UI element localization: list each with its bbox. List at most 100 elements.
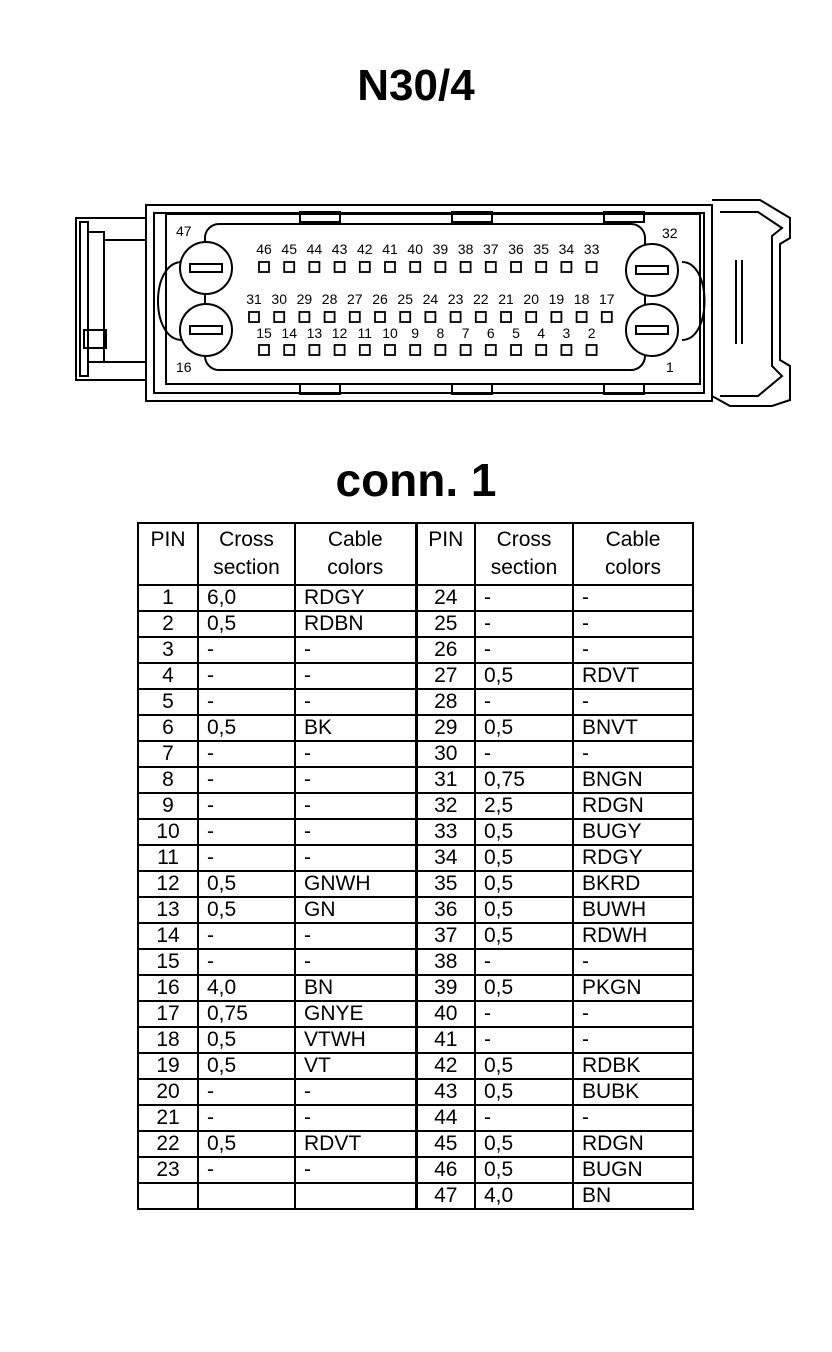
cell-pin: 27 (414, 662, 476, 690)
pin-number-label: 41 (382, 241, 398, 257)
cell-cable-color: BNGN (572, 766, 694, 794)
cell-cross-section: - (197, 1078, 296, 1106)
pin-number-label: 35 (533, 241, 549, 257)
cell-cable-color: - (572, 610, 694, 638)
pin-number-label: 37 (483, 241, 499, 257)
screw-bottom-right (625, 303, 679, 357)
cell-pin: 14 (137, 922, 199, 950)
cell-cross-section: - (197, 662, 296, 690)
cell-cable-color: RDVT (572, 662, 694, 690)
pin-socket (273, 311, 286, 323)
pin-number-label: 2 (588, 325, 596, 341)
cell-cable-color: BNVT (572, 714, 694, 742)
pin-number-label: 26 (372, 291, 388, 307)
cell-cable-color: - (294, 662, 417, 690)
pin-number-label: 14 (281, 325, 297, 341)
pin-number-label: 19 (549, 291, 565, 307)
pin-number-label: 18 (574, 291, 590, 307)
cell-pin: 40 (414, 1000, 476, 1028)
cell-cable-color: GNWH (294, 870, 417, 898)
connector-title: conn. 1 (335, 454, 497, 506)
pin-socket (283, 344, 296, 356)
pin-socket (424, 311, 437, 323)
pin-socket (459, 344, 472, 356)
cell-cable-color: GN (294, 896, 417, 924)
pin-socket (308, 344, 321, 356)
cell-pin: 12 (137, 870, 199, 898)
table-row: 15--38-- (137, 948, 694, 976)
pin-socket (550, 311, 563, 323)
corner-label-32: 32 (662, 225, 678, 241)
pin-number-label: 8 (437, 325, 445, 341)
pin-socket (585, 344, 598, 356)
screw-top-right (625, 243, 679, 297)
cell-pin (137, 1182, 199, 1210)
pin-socket (258, 261, 270, 273)
cell-cross-section: 0,5 (474, 1078, 574, 1106)
cell-cable-color: RDWH (572, 922, 694, 950)
pin-number-label: 44 (307, 241, 323, 257)
pin-number-label: 39 (433, 241, 449, 257)
cell-cable-color: - (572, 948, 694, 976)
cell-cross-section: - (197, 792, 296, 820)
pin-number-label: 12 (332, 325, 348, 341)
cell-pin: 24 (414, 584, 476, 612)
pin-number-label: 25 (397, 291, 413, 307)
pin-number-label: 5 (512, 325, 520, 341)
cell-cross-section: - (474, 636, 574, 664)
cell-cross-section (197, 1182, 296, 1210)
cell-pin: 44 (414, 1104, 476, 1132)
cell-cable-color: - (294, 818, 417, 846)
cell-cable-color: - (294, 792, 417, 820)
cell-cable-color: RDVT (294, 1130, 417, 1158)
pin-socket (399, 311, 412, 323)
cell-pin: 36 (414, 896, 476, 924)
header-cross-section: Cross section (474, 522, 574, 586)
cell-cross-section: - (197, 636, 296, 664)
pin-number-label: 9 (411, 325, 419, 341)
cell-cross-section: 4,0 (474, 1182, 574, 1210)
cell-pin: 42 (414, 1052, 476, 1080)
cell-pin: 7 (137, 740, 199, 768)
pin-number-label: 24 (423, 291, 439, 307)
cell-cross-section: 0,5 (197, 714, 296, 742)
cell-cross-section: - (197, 818, 296, 846)
cell-cable-color: - (572, 584, 694, 612)
pin-number-label: 33 (584, 241, 600, 257)
cell-cross-section: 0,5 (474, 1130, 574, 1158)
cell-cross-section: - (197, 740, 296, 768)
cell-pin: 39 (414, 974, 476, 1002)
cell-cable-color: - (294, 636, 417, 664)
cell-cable-color: VT (294, 1052, 417, 1080)
pin-socket (248, 311, 260, 323)
pin-number-label: 22 (473, 291, 489, 307)
cell-pin: 33 (414, 818, 476, 846)
cell-cross-section: 4,0 (197, 974, 296, 1002)
cell-cable-color: - (294, 844, 417, 872)
cell-cross-section: - (197, 766, 296, 794)
cell-pin: 4 (137, 662, 199, 690)
pin-socket (560, 261, 573, 273)
pin-socket (484, 344, 497, 356)
pin-number-label: 38 (458, 241, 474, 257)
cell-cable-color: VTWH (294, 1026, 417, 1054)
pin-socket (348, 311, 361, 323)
cell-pin: 21 (137, 1104, 199, 1132)
cell-cable-color: RDGN (572, 792, 694, 820)
cell-cable-color: - (294, 1104, 417, 1132)
pin-number-label: 11 (358, 325, 373, 341)
cell-pin: 2 (137, 610, 199, 638)
table-row: 5--28-- (137, 688, 694, 716)
cell-cable-color: - (572, 1104, 694, 1132)
pin-socket (298, 311, 311, 323)
cell-cable-color: BK (294, 714, 417, 742)
cell-cross-section: 0,5 (197, 870, 296, 898)
cell-cross-section: - (474, 948, 574, 976)
cell-cable-color: - (294, 948, 417, 976)
